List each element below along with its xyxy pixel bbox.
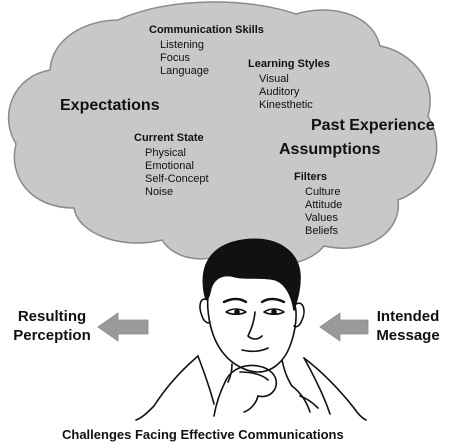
right-pupil: [271, 309, 277, 315]
hand: [225, 364, 278, 398]
right-eye: [263, 308, 285, 316]
list-item: Physical: [145, 147, 186, 159]
fingers: [239, 371, 269, 381]
arm: [213, 379, 227, 417]
list-item: Kinesthetic: [259, 99, 313, 111]
list-item: Visual: [259, 73, 289, 85]
list-item: Values: [305, 212, 338, 224]
communication-skills-list: Listening Focus Language: [160, 39, 209, 78]
left-eyebrow: [222, 297, 248, 304]
left-pupil: [234, 309, 240, 315]
mouth: [241, 347, 269, 353]
thumb: [243, 395, 259, 413]
left-eye: [225, 308, 247, 316]
list-item: Attitude: [305, 199, 343, 211]
current-state-title: Current State: [134, 132, 204, 144]
thought-cloud-shape: [7, 1, 438, 266]
intended-message-line1: Intended: [376, 308, 440, 325]
list-item: Culture: [305, 186, 341, 198]
learning-styles-title: Learning Styles: [248, 58, 330, 70]
jacket-lapel-left: [197, 355, 215, 405]
list-item: Noise: [145, 186, 174, 198]
current-state-list: Physical Emotional Self-Concept Noise: [145, 147, 209, 199]
list-item: Listening: [160, 39, 205, 51]
neck: [227, 359, 293, 387]
jacket-lapel-right: [303, 357, 331, 415]
list-item: Self-Concept: [145, 173, 209, 185]
communication-skills-title: Communication Skills: [149, 24, 264, 36]
expectations-label: Expectations: [60, 97, 160, 114]
left-shoulder: [135, 355, 199, 421]
hair: [202, 238, 301, 311]
assumptions-label: Assumptions: [279, 141, 381, 158]
filters-list: Culture Attitude Values Beliefs: [305, 186, 342, 238]
diagram-caption: Challenges Facing Effective Communicatio…: [62, 427, 344, 442]
resulting-perception-label: Resulting Perception: [10, 307, 94, 345]
list-item: Emotional: [145, 160, 194, 172]
resulting-perception-line1: Resulting: [17, 308, 87, 325]
right-ear: [293, 302, 305, 328]
shirt-collar: [291, 385, 319, 413]
list-item: Language: [160, 65, 209, 77]
list-item: Beliefs: [305, 225, 339, 237]
past-experience-label: Past Experience: [311, 117, 435, 134]
nose: [247, 311, 263, 340]
filters-title: Filters: [294, 171, 328, 183]
resulting-perception-line2: Perception: [13, 327, 91, 344]
intended-message-line2: Message: [376, 327, 440, 344]
left-arrow-shape: [97, 312, 149, 342]
right-arrow-shape: [319, 312, 369, 342]
list-item: Auditory: [259, 86, 300, 98]
left-ear: [199, 298, 211, 324]
right-eyebrow: [260, 297, 286, 304]
right-shoulder: [303, 357, 367, 421]
learning-styles-list: Visual Auditory Kinesthetic: [259, 73, 313, 112]
intended-message-label: Intended Message: [372, 307, 444, 345]
face-outline: [206, 291, 297, 373]
list-item: Focus: [160, 52, 190, 64]
